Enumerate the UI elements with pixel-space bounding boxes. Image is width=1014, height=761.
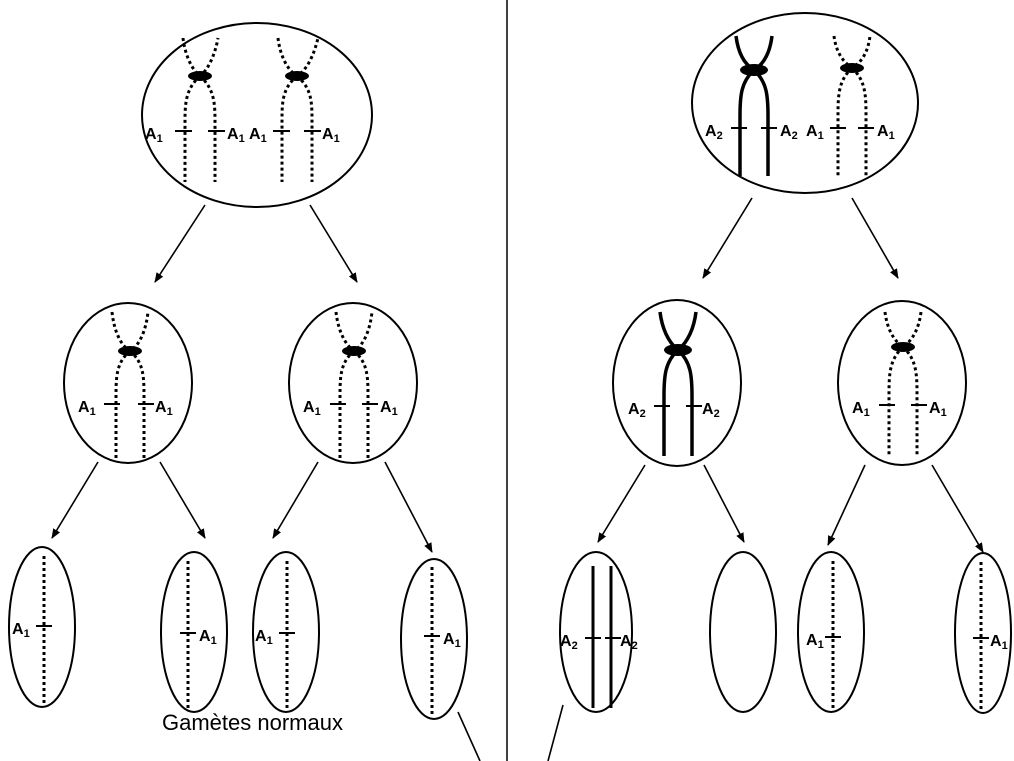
right-meiosis1-cell-a: A2 A2	[612, 299, 742, 467]
left-gamete-3: A1	[252, 551, 320, 713]
allele-label: A2	[560, 633, 578, 652]
arrow	[272, 461, 319, 539]
left-gamete-2: A1	[160, 551, 228, 713]
allele-label: A1	[155, 399, 173, 418]
arrow	[309, 204, 358, 283]
right-arrows	[597, 197, 984, 553]
allele-label: A1	[380, 399, 398, 418]
caption-gametes-normaux: Gamètes normaux	[162, 710, 343, 735]
right-gamete-1: A2 A2	[559, 551, 638, 713]
pointer-line	[457, 711, 481, 761]
left-gamete-4: A1	[400, 558, 468, 720]
arrow	[827, 464, 866, 546]
arrow	[154, 204, 206, 283]
left-gamete-1: A1	[8, 546, 76, 708]
arrow	[159, 461, 206, 539]
right-meiosis1-cell-b: A1 A1	[837, 300, 967, 466]
allele-label: A1	[443, 631, 461, 650]
allele-label: A1	[806, 123, 824, 142]
allele-label: A2	[702, 401, 720, 420]
allele-label: A1	[12, 621, 30, 640]
left-arrows	[51, 204, 433, 553]
arrow	[931, 464, 984, 553]
arrow	[597, 464, 646, 543]
allele-label: A1	[199, 628, 217, 647]
allele-label: A1	[303, 399, 321, 418]
right-gamete-4: A1	[954, 552, 1012, 714]
allele-label: A1	[929, 400, 947, 419]
allele-label: A1	[852, 400, 870, 419]
right-gamete-2-empty	[709, 551, 777, 713]
left-parent-cell: A1 A1 A1 A1	[141, 22, 373, 208]
allele-label: A2	[780, 123, 798, 142]
right-parent-cell: A2 A2 A1 A1	[691, 12, 919, 194]
allele-label: A1	[249, 126, 267, 145]
allele-label: A1	[255, 628, 273, 647]
allele-label: A1	[990, 633, 1008, 652]
arrow	[851, 197, 899, 279]
allele-label: A1	[145, 126, 163, 145]
arrow	[51, 461, 99, 539]
allele-label: A1	[877, 123, 895, 142]
arrow	[384, 461, 433, 553]
allele-label: A2	[620, 633, 638, 652]
arrow	[703, 464, 745, 543]
arrow	[702, 197, 753, 279]
pointer-line	[547, 704, 564, 761]
allele-label: A2	[628, 401, 646, 420]
right-gamete-3: A1	[797, 551, 865, 713]
left-meiosis1-cell-b: A1 A1	[288, 302, 418, 464]
allele-label: A1	[806, 632, 824, 651]
allele-label: A1	[227, 126, 245, 145]
allele-label: A1	[322, 126, 340, 145]
left-meiosis1-cell-a: A1 A1	[63, 302, 193, 464]
allele-label: A1	[78, 399, 96, 418]
allele-label: A2	[705, 123, 723, 142]
